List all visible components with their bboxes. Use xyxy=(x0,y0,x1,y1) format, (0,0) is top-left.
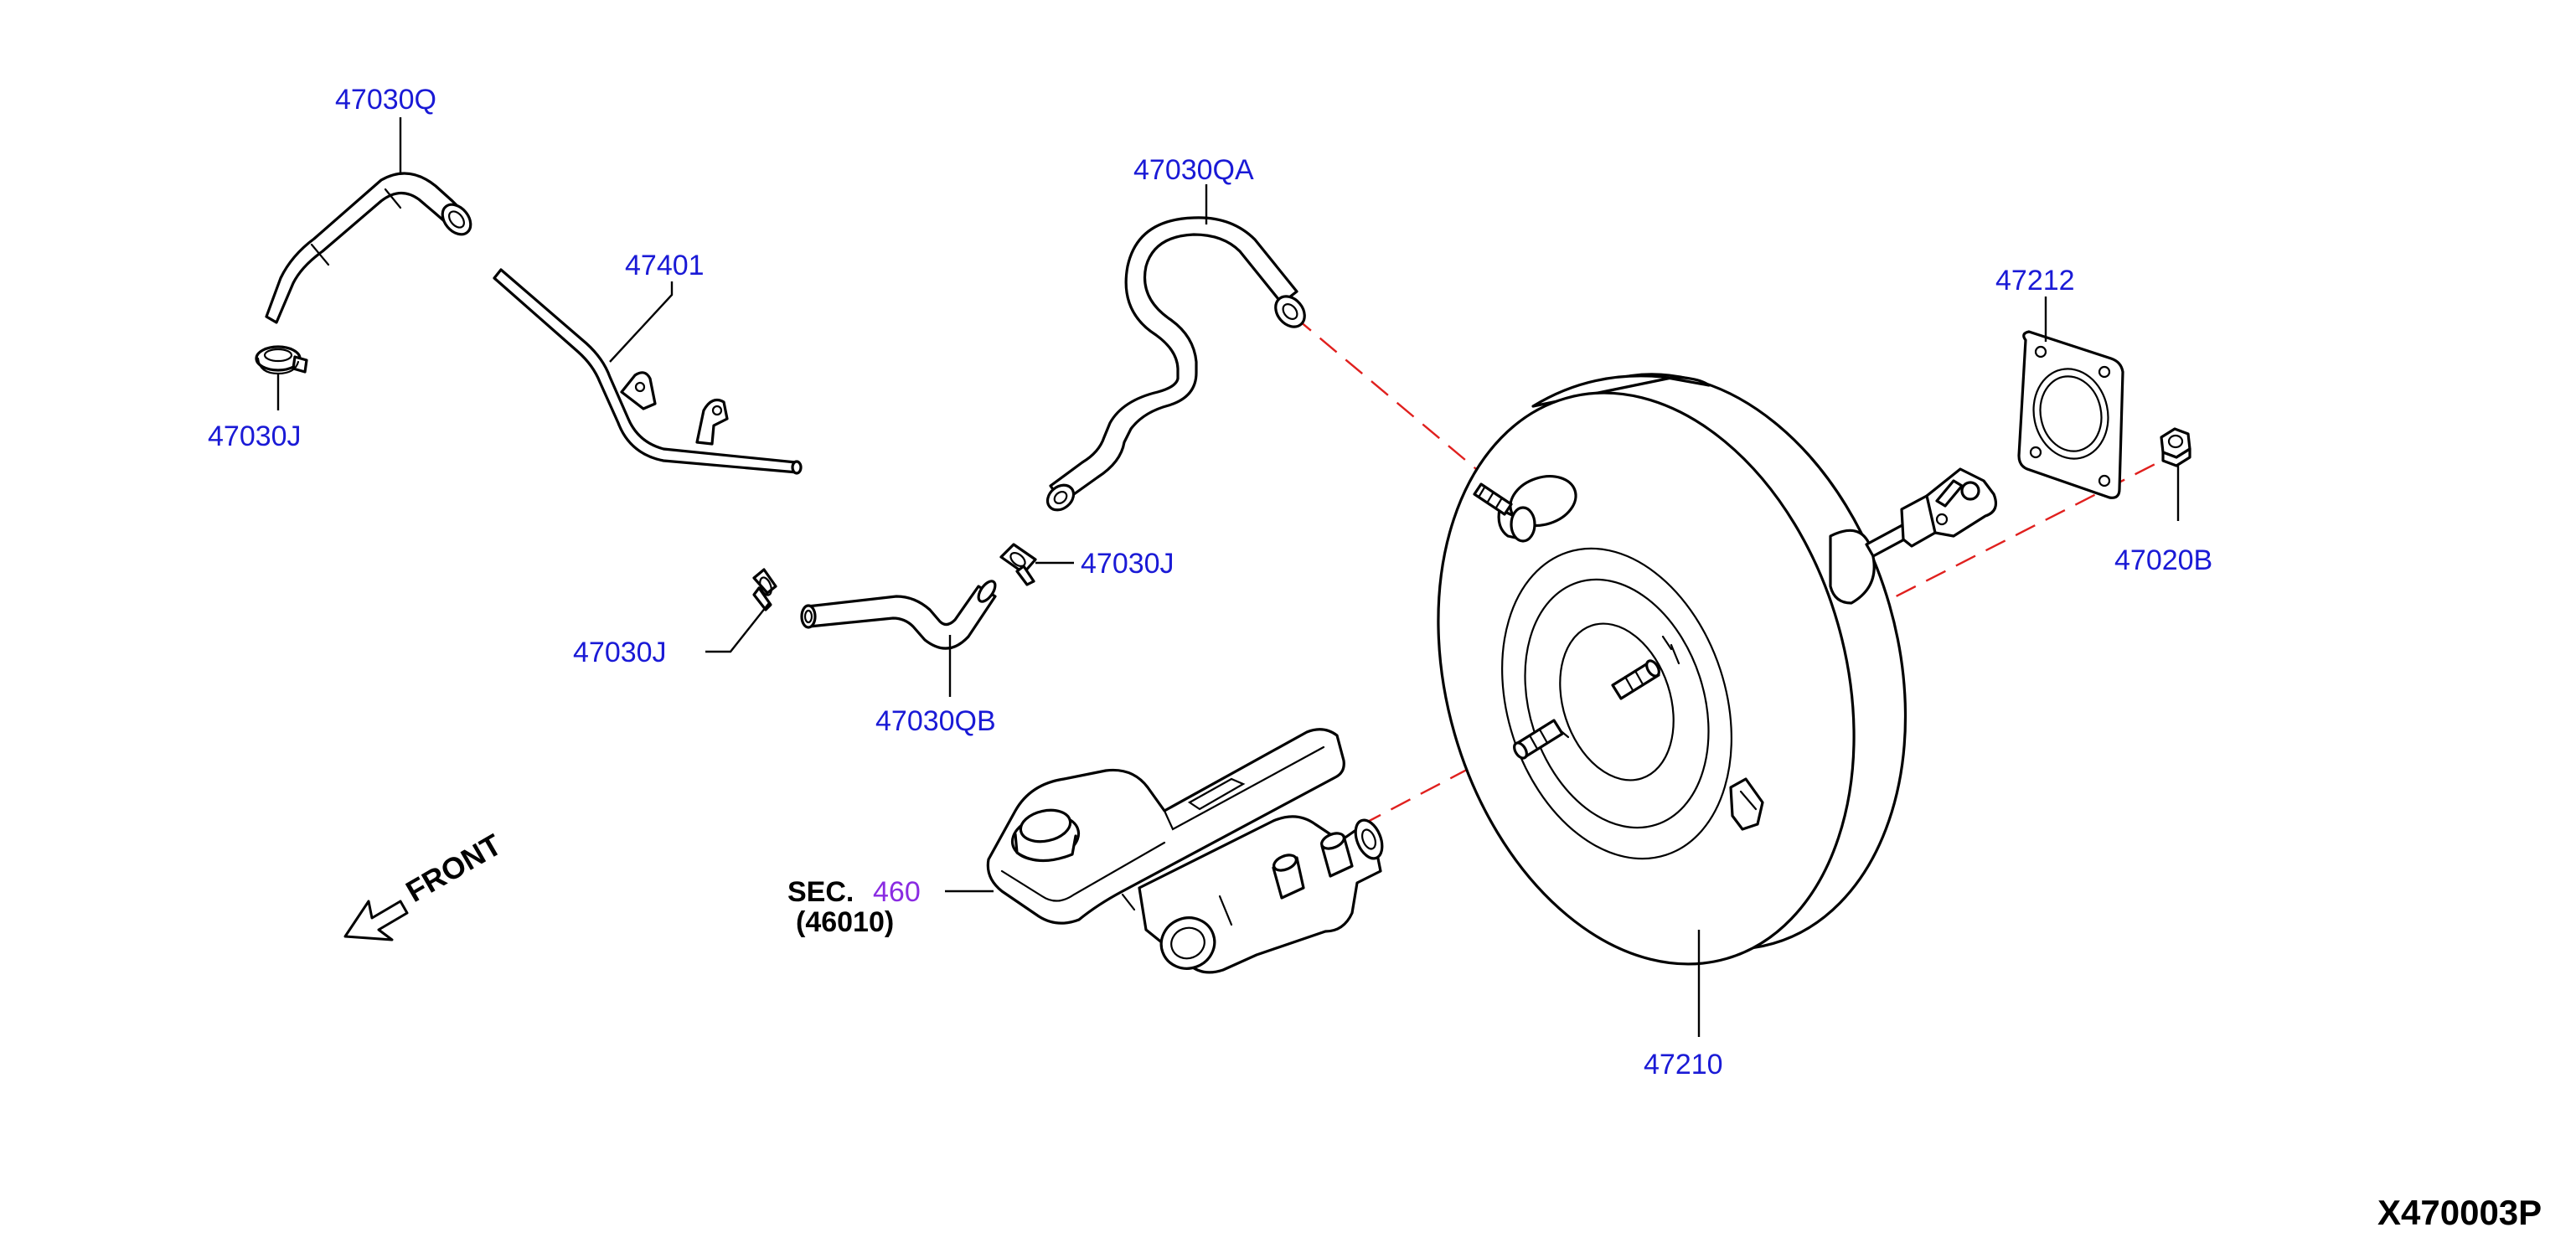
alignment-line-booster-to-nut xyxy=(1866,451,2179,613)
label-47030q: 47030Q xyxy=(335,84,436,116)
label-47020b: 47020B xyxy=(2114,544,2212,576)
sec-prefix: SEC. xyxy=(787,876,854,908)
label-47030qb: 47030QB xyxy=(875,705,996,737)
label-47030j-right: 47030J xyxy=(1081,548,1174,580)
brake-booster-47210 xyxy=(1437,373,1997,966)
label-47030j-left: 47030J xyxy=(573,637,667,668)
alignment-lines xyxy=(1293,316,2179,827)
nut-47020b xyxy=(2160,427,2191,467)
booster-tab xyxy=(1729,777,1764,831)
label-47212: 47212 xyxy=(1995,265,2075,297)
hose-47030qb xyxy=(800,580,997,650)
leader-47030j-left xyxy=(705,602,770,653)
check-valve-grommet xyxy=(1473,475,1577,543)
front-label: FRONT xyxy=(400,827,508,909)
master-cylinder xyxy=(986,728,1384,974)
label-47210: 47210 xyxy=(1644,1049,1723,1081)
alignment-line-hose-to-check-valve xyxy=(1293,316,1492,482)
section-reference: SEC. 460 (46010) xyxy=(787,876,921,938)
alignment-line-master-cylinder-to-booster xyxy=(1360,678,1639,827)
booster-stud-lower xyxy=(1513,719,1564,760)
leader-47401 xyxy=(609,281,674,363)
hose-47030qa xyxy=(1045,216,1306,512)
hose-47030q xyxy=(265,172,472,324)
gasket-47212 xyxy=(2017,330,2124,499)
front-indicator: FRONT xyxy=(343,827,508,941)
booster-stud-upper xyxy=(1611,659,1660,700)
front-arrow-icon xyxy=(343,900,409,941)
diagram-reference-code: X470003P xyxy=(2377,1193,2542,1232)
label-47401: 47401 xyxy=(625,250,705,281)
sec-sub-number: (46010) xyxy=(796,906,894,938)
label-47030qa: 47030QA xyxy=(1133,154,1254,186)
sec-number: 460 xyxy=(873,876,921,908)
clamp-47030j-top xyxy=(255,345,308,375)
clamp-47030j-right xyxy=(999,543,1037,586)
clamp-47030j-left xyxy=(752,568,777,611)
pipe-47401 xyxy=(493,268,803,475)
reservoir-cap xyxy=(1010,808,1081,863)
label-47030j-top: 47030J xyxy=(208,420,302,452)
booster-push-rod xyxy=(1829,467,1997,605)
